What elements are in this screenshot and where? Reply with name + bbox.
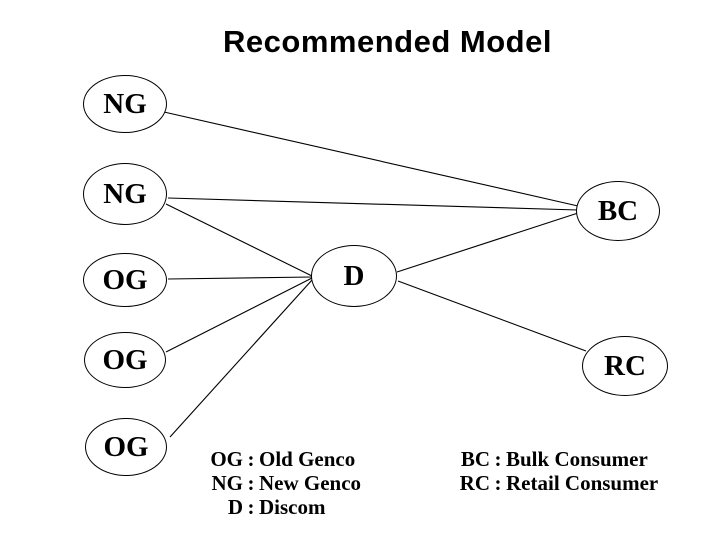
node-RC: RC <box>582 336 668 396</box>
legend-row-BC: BC:Bulk Consumer <box>457 447 658 471</box>
edge-D-RC <box>397 280 587 352</box>
legend-colon: : <box>247 471 255 495</box>
legend-name: Discom <box>259 495 326 519</box>
node-NG1: NG <box>83 75 167 133</box>
legend-row-NG: NG:New Genco <box>210 471 362 495</box>
node-label: OG <box>103 430 149 463</box>
edge-OG3-D <box>169 279 313 438</box>
legend-row-OG: OG:Old Genco <box>210 447 361 471</box>
edge-NG2-BC <box>167 197 579 211</box>
edge-NG2-D <box>165 203 313 277</box>
legend-name: Bulk Consumer <box>506 447 648 471</box>
legend-name: Old Genco <box>259 447 356 471</box>
node-label: NG <box>103 177 147 210</box>
legend-row-RC: RC:Retail Consumer <box>457 471 659 495</box>
edge-OG2-D <box>165 277 313 353</box>
node-OG2: OG <box>84 332 166 388</box>
node-label: BC <box>597 194 639 227</box>
node-OG3: OG <box>85 418 167 476</box>
node-NG2: NG <box>83 163 167 225</box>
edge-NG1-BC <box>163 111 579 207</box>
legend-abbr: NG <box>211 471 244 495</box>
node-BC: BC <box>576 181 660 241</box>
legend-name: New Genco <box>259 471 362 495</box>
legend-row-D: D:Discom <box>210 495 361 519</box>
legend-colon: : <box>247 447 255 471</box>
slide-title: Recommended Model <box>223 24 552 59</box>
legend-abbr: BC <box>460 447 490 471</box>
edge-D-BC <box>396 212 579 273</box>
legend-abbr: D <box>227 495 243 519</box>
node-label: OG <box>102 263 148 296</box>
node-label: NG <box>103 87 147 120</box>
legend-colon: : <box>247 495 255 519</box>
node-OG1: OG <box>83 253 167 307</box>
legend-name: Retail Consumer <box>506 471 659 495</box>
node-label: OG <box>102 343 148 376</box>
legend-abbr: OG <box>210 447 243 471</box>
legend-colon: : <box>494 471 502 495</box>
edge-OG1-D <box>167 276 313 280</box>
node-label: RC <box>604 349 646 382</box>
legend-colon: : <box>494 447 502 471</box>
node-D: D <box>311 245 397 307</box>
legend-abbr: RC <box>459 471 490 495</box>
node-label: D <box>343 259 365 292</box>
